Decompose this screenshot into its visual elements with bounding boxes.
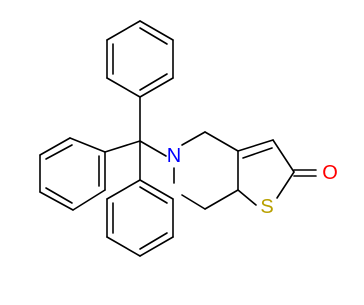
phenyl-ring-top <box>106 20 174 142</box>
phenyl-ring-bottom <box>106 140 174 257</box>
phenyl-ring-left <box>39 137 141 211</box>
oxygen-label: O <box>322 162 338 184</box>
nitrogen-label: N <box>167 145 181 167</box>
atom-nitrogen: N <box>167 145 181 167</box>
sulfur-label: S <box>260 196 273 218</box>
atom-oxygen: O <box>322 162 338 184</box>
atom-sulfur: S <box>260 196 273 218</box>
thienopyridinone-core <box>139 131 317 210</box>
